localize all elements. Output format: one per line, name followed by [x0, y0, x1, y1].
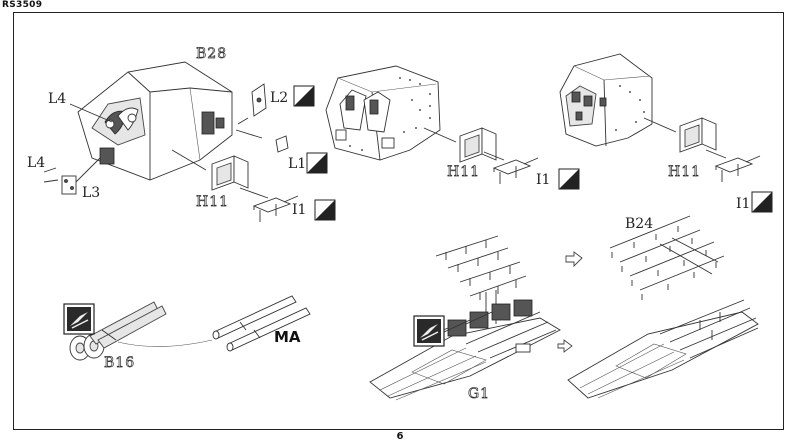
kit-code: RS3509 [2, 0, 43, 10]
label-l1: L1 [288, 156, 306, 172]
photo-etch-badge-icon [63, 303, 95, 335]
assembly-g1 [369, 299, 561, 401]
photo-etch-badge-icon [413, 315, 445, 347]
part-ma [212, 295, 311, 352]
label-b24: B24 [625, 216, 653, 232]
turret-right [559, 53, 653, 147]
half-square-icon [314, 199, 336, 221]
part-b16 [69, 301, 167, 361]
part-h11 [679, 117, 717, 153]
assembly-right-lower [567, 299, 759, 399]
part-h11 [211, 155, 249, 191]
part-l4-l3 [43, 157, 101, 195]
turret-middle [325, 65, 441, 161]
label-l2: L2 [270, 90, 288, 106]
label-i1: I1 [736, 196, 750, 212]
half-square-icon [558, 168, 580, 190]
part-b24 [609, 215, 725, 300]
label-g1: G1 [468, 386, 490, 402]
hollow-arrow-icon [557, 339, 573, 353]
part-l2 [237, 83, 267, 125]
hollow-arrow-icon [565, 251, 583, 268]
half-square-icon [751, 191, 773, 213]
label-i1: I1 [536, 172, 550, 188]
label-i1: I1 [292, 202, 306, 218]
part-i1 [493, 157, 539, 185]
label-h11: H11 [668, 164, 701, 180]
half-square-icon [306, 152, 328, 174]
label-l3: L3 [82, 185, 100, 201]
part-l1 [235, 129, 289, 153]
label-b28: B28 [196, 46, 227, 62]
page-number: 6 [396, 431, 404, 442]
half-square-icon [293, 85, 315, 107]
label-ma: MA [274, 328, 301, 346]
label-l4-top: L4 [48, 91, 66, 107]
label-h11: H11 [196, 194, 229, 210]
page-frame [13, 12, 784, 430]
part-i1 [715, 155, 761, 183]
label-h11: H11 [447, 164, 480, 180]
label-l4-bottom: L4 [27, 155, 45, 171]
label-b16: B16 [104, 355, 135, 371]
turret-left [77, 61, 233, 181]
part-h11 [459, 127, 497, 163]
